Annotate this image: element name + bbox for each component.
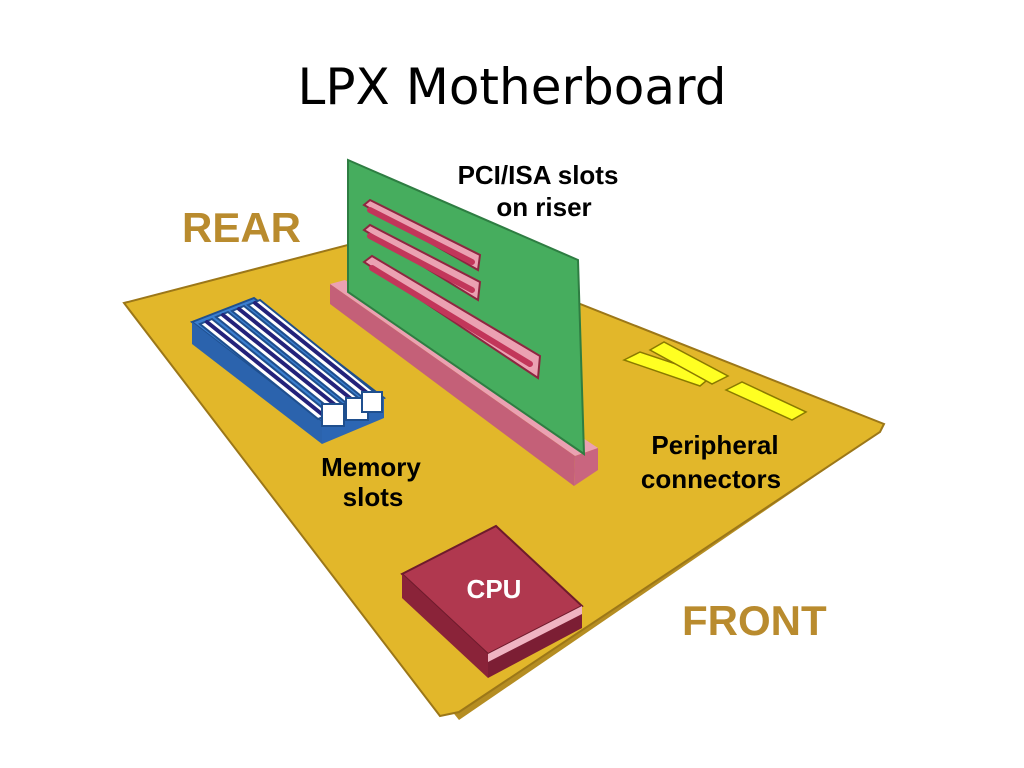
cpu-label: CPU	[467, 574, 522, 604]
peripheral-connectors	[622, 341, 808, 421]
memory-label-line1: Memory	[321, 452, 421, 482]
rear-label: REAR	[182, 204, 301, 251]
peripheral-label-line2: connectors	[641, 464, 781, 494]
riser-label-line2: on riser	[496, 192, 591, 222]
peripheral-label-line1: Peripheral	[651, 430, 778, 460]
page-title: LPX Motherboard	[297, 58, 727, 116]
riser-label-line1: PCI/ISA slots	[458, 160, 619, 190]
memory-label-line2: slots	[343, 482, 404, 512]
front-label: FRONT	[682, 597, 827, 644]
riser-card	[330, 158, 598, 486]
memory-slots	[189, 296, 387, 444]
cpu-chip	[400, 524, 584, 678]
